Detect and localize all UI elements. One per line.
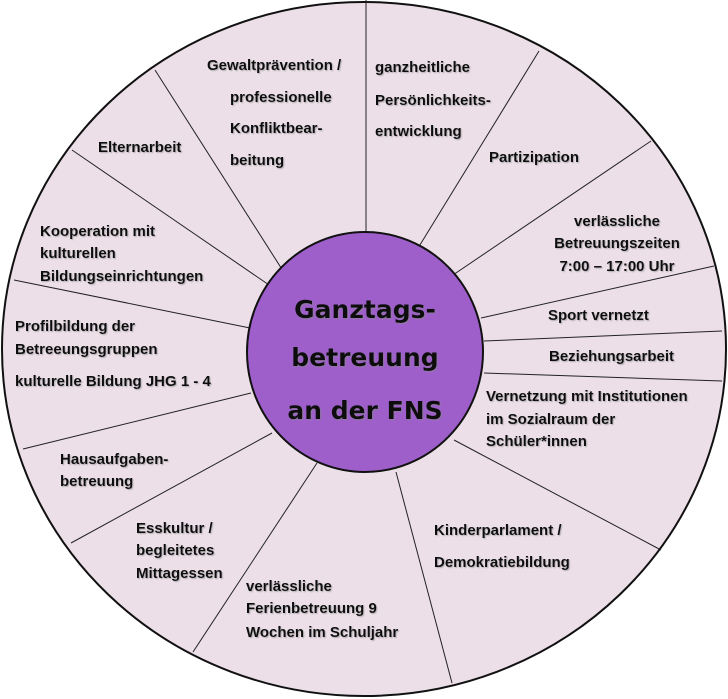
center-circle	[246, 231, 484, 473]
segment-label-line: Kinderparlament /	[434, 522, 562, 539]
segment-partizipation: Partizipation	[489, 149, 579, 166]
divider-line	[70, 432, 273, 544]
segment-kinderparlament: Kinderparlament / Demokratiebildung	[434, 522, 570, 571]
segment-label-line: Hausaufgaben-	[60, 451, 168, 468]
segment-label-line: Ferienbetreuung 9	[246, 600, 377, 617]
divider-line	[483, 330, 723, 342]
segment-label-line: im Sozialraum der	[486, 411, 615, 428]
segment-sport: Sport vernetzt	[548, 307, 649, 324]
segment-label-line: verlässliche	[246, 578, 332, 595]
divider-line	[192, 462, 318, 653]
segment-label-line: ganzheitliche	[375, 59, 470, 76]
segment-label-line: Persönlichkeits-	[375, 92, 491, 109]
divider-line	[395, 471, 453, 684]
segment-elternarbeit: Elternarbeit	[98, 139, 181, 156]
divider-line	[13, 279, 251, 329]
segment-gewaltpraevention: Gewaltprävention / professionelleKonflikt…	[207, 57, 342, 169]
segment-label-line: betreuung	[60, 473, 133, 490]
divider-line	[154, 69, 286, 275]
segment-label-line: kulturelle Bildung JHG 1 - 4	[15, 373, 212, 390]
divider-line	[453, 439, 662, 551]
center-line-1: Ganztags-	[294, 295, 436, 324]
segment-label-line: Konfliktbear-	[230, 120, 323, 137]
center-line-3: an der FNS	[287, 396, 442, 425]
segment-label-line: verlässliche	[574, 213, 660, 230]
segment-label-line: kulturellen	[40, 245, 116, 262]
segment-label-line: professionelle	[230, 89, 332, 106]
segment-beziehungsarbeit: Beziehungsarbeit	[549, 348, 674, 365]
divider-line	[71, 149, 273, 288]
segment-label-line: begleitetes	[136, 542, 214, 559]
center-line-2: betreuung	[291, 343, 438, 372]
segment-hausaufgaben: Hausaufgaben-betreuung	[60, 451, 168, 490]
segment-label-line: 7:00 – 17:00 Uhr	[559, 258, 674, 275]
segment-label-line: Schüler*innen	[486, 433, 587, 450]
segment-label-line: Kooperation mit	[40, 223, 155, 240]
segment-label-line: entwicklung	[375, 123, 462, 140]
segment-label-line: Profilbildung der	[15, 318, 135, 335]
divider-line	[483, 372, 723, 382]
segment-vernetzung: Vernetzung mit Institutionen im Sozialrau…	[486, 388, 688, 450]
segment-label-line: Gewaltprävention /	[207, 57, 342, 74]
segment-label-line: Betreeungsgruppen	[15, 341, 158, 358]
segment-label-line: beitung	[230, 152, 284, 169]
segment-label-line: Vernetzung mit Institutionen	[486, 388, 688, 405]
segment-dividers	[13, 0, 723, 684]
divider-line	[449, 140, 652, 278]
segment-label-line: Sport vernetzt	[548, 307, 649, 324]
segment-label-line: Elternarbeit	[98, 139, 181, 156]
divider-line	[22, 392, 252, 450]
segment-label-line: Demokratiebildung	[434, 554, 570, 571]
segment-kooperation: Kooperation mit kulturellenBildungseinric…	[40, 223, 203, 285]
segment-labels: Gewaltprävention / professionelleKonflikt…	[15, 57, 688, 641]
center-title: Ganztags- betreuung an der FNS	[287, 295, 442, 425]
segment-label-line: Mittagessen	[136, 565, 223, 582]
segment-label-line: Beziehungsarbeit	[549, 348, 674, 365]
segment-label-line: Wochen im Schuljahr	[246, 624, 398, 641]
divider-line	[414, 50, 540, 254]
segment-label-line: Partizipation	[489, 149, 579, 166]
segment-label-line: Bildungseinrichtungen	[40, 268, 203, 285]
divider-line	[480, 265, 715, 319]
segment-label-line: Betreuungszeiten	[554, 235, 680, 252]
segment-label-line: Esskultur /	[136, 520, 214, 537]
